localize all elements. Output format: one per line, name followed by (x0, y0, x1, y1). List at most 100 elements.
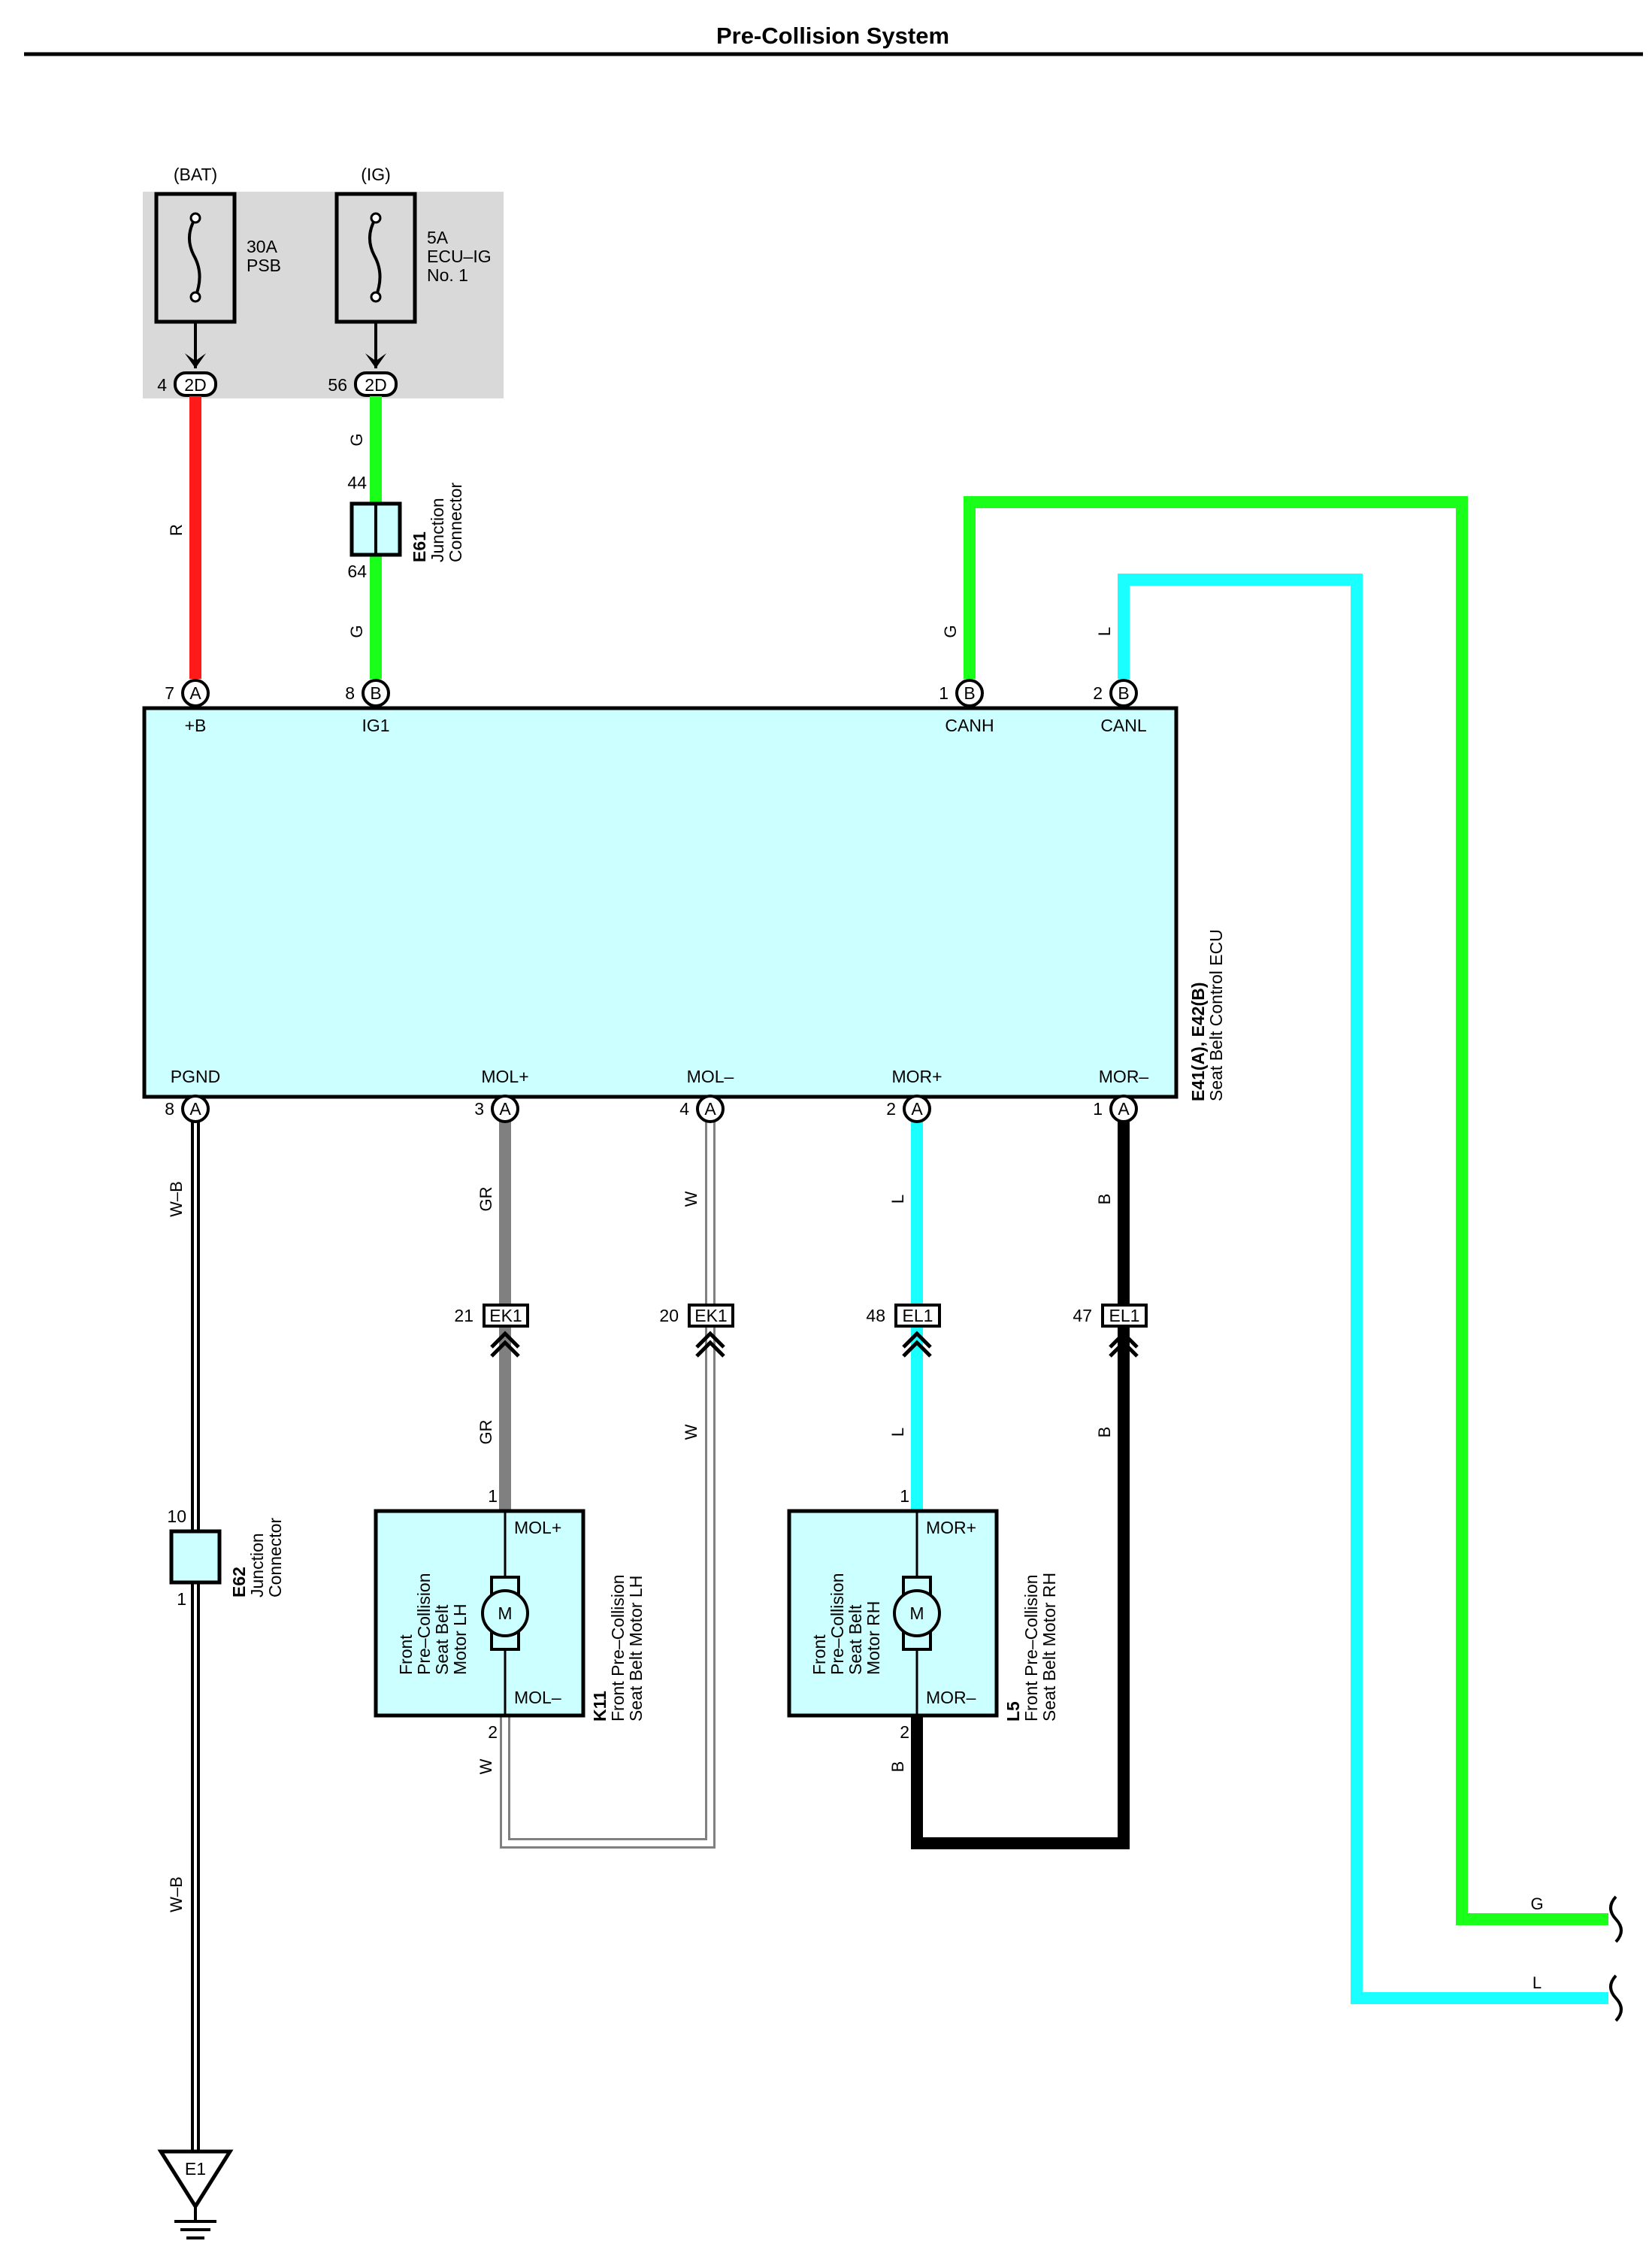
wire-mol-minus-white (500, 1122, 716, 1849)
motor-lh-symbol-icon (481, 1576, 529, 1651)
inline-connector-ek1-21 (483, 1304, 529, 1358)
fuse2-rating: 5A (427, 228, 449, 247)
ecu-top-pin-b-plus (181, 679, 210, 707)
ecu-top-pin-3-num: 2 (1093, 683, 1103, 703)
page-title: Pre-Collision System (716, 23, 949, 49)
ecu-bottom-pin-mol-minus (696, 1095, 725, 1123)
motor-rh-inner-line4: Motor RH (864, 1601, 883, 1675)
ecu-top-pin-ig1 (362, 679, 390, 707)
ecu-bottom-pin-4-name: MOR– (1099, 1067, 1149, 1086)
connector-2d-pin-num-1: 4 (157, 375, 167, 395)
wire-canh-green (964, 496, 1608, 1925)
inline-connector-1-pin: 20 (659, 1306, 679, 1325)
ecu-bottom-pin-3-name: MOR+ (891, 1067, 942, 1086)
ecu-top-pin-0-name: +B (185, 716, 207, 735)
ecu-bottom-pin-2-num: 4 (679, 1099, 689, 1119)
motor-rh-id: L5 (1003, 1701, 1023, 1722)
wire-label-mor-plus-upper: L (888, 1195, 907, 1204)
ecu-name: Seat Belt Control ECU (1206, 929, 1226, 1101)
wire-break-l-icon (1609, 1974, 1623, 2022)
motor-lh-inner-line4: Motor LH (450, 1603, 470, 1675)
wire-mor-minus-black (911, 1122, 1130, 1849)
inline-connector-el1-48 (894, 1304, 941, 1358)
ecu-top-pin-canl (1109, 679, 1138, 707)
motor-rh-inner-line3: Seat Belt (846, 1604, 865, 1675)
inline-connector-ek1-20 (688, 1304, 734, 1358)
motor-rh-pin-plus-num: 1 (900, 1486, 909, 1506)
ecu-bottom-pin-mor-plus (903, 1095, 931, 1123)
motor-lh-pin-plus-num: 1 (488, 1486, 498, 1506)
motor-rh-pin-minus-label: MOR– (926, 1688, 976, 1707)
ground-e1-icon (157, 2149, 234, 2239)
motor-rh-name-line2: Seat Belt Motor RH (1039, 1573, 1059, 1722)
ecu-top-pin-0-conn: A (189, 683, 201, 703)
wire-label-pgnd-upper: W–B (167, 1181, 186, 1217)
motor-lh-id: K11 (590, 1691, 610, 1722)
can-l-end-label: L (1532, 1973, 1542, 1992)
motor-lh-symbol: M (498, 1603, 512, 1623)
motor-lh-inner-line1: Front (396, 1634, 416, 1675)
connector-2d-pin4 (174, 371, 217, 397)
inline-connector-3-id: EL1 (1109, 1306, 1140, 1325)
ecu-bottom-pin-3-conn: A (911, 1099, 923, 1119)
ecu-bottom-pin-mor-minus (1109, 1095, 1138, 1123)
can-g-end-label: G (1530, 1894, 1543, 1913)
bat-label: (BAT) (174, 165, 217, 184)
ecu-bottom-pin-2-conn: A (704, 1099, 716, 1119)
wire-label-pgnd-lower: W–B (167, 1876, 186, 1912)
wire-canl-cyan (1118, 574, 1608, 2004)
ecu-top-pin-1-name: IG1 (362, 716, 389, 735)
motor-rh-pin-plus-label: MOR+ (926, 1518, 976, 1537)
inline-connector-2-pin: 48 (866, 1306, 885, 1325)
motor-lh-pin-minus-num: 2 (488, 1722, 498, 1742)
wire-label-mor-minus-upper: B (1095, 1194, 1114, 1205)
e62-id: E62 (229, 1567, 249, 1597)
motor-lh-pin-plus-label: MOL+ (514, 1518, 561, 1537)
motor-lh-inner-line3: Seat Belt (432, 1604, 452, 1675)
wire-label-canh: G (941, 625, 960, 637)
wire-label-mol-plus-upper: GR (477, 1187, 495, 1212)
wire-label-canl: L (1095, 627, 1114, 636)
ecu-bottom-pin-4-num: 1 (1093, 1099, 1103, 1119)
e62-pin-bottom: 1 (177, 1589, 186, 1609)
ecu-bottom-pin-pgnd (181, 1095, 210, 1123)
wire-break-g-icon (1609, 1895, 1623, 1943)
ecu-bottom-pin-1-num: 3 (474, 1099, 484, 1119)
connector-2d-pin-num-2: 56 (328, 375, 347, 395)
wire-label-mor-minus-motor: B (888, 1761, 907, 1773)
motor-rh-symbol-icon (893, 1576, 941, 1651)
inline-connector-el1-47 (1101, 1304, 1148, 1358)
inline-connector-0-pin: 21 (454, 1306, 474, 1325)
wire-label-mor-minus-lower: B (1095, 1427, 1114, 1438)
fuse-ecu-ig (334, 192, 417, 368)
motor-rh-name-line1: Front Pre–Collision (1021, 1574, 1041, 1722)
ground-e1-label: E1 (185, 2159, 206, 2179)
wire-label-mor-plus-lower: L (888, 1428, 907, 1437)
fuse-block (143, 192, 504, 398)
motor-lh-inner-line2: Pre–Collision (414, 1573, 434, 1675)
ecu-top-pin-2-name: CANH (945, 716, 994, 735)
connector-2d-id-1: 2D (184, 375, 206, 395)
motor-rh-symbol: M (909, 1603, 924, 1623)
ecu-top-pin-2-conn: B (964, 683, 975, 703)
e62-junction-connector (169, 1529, 222, 1585)
connector-2d-id-2: 2D (365, 375, 386, 395)
wire-label-bat: R (167, 524, 186, 536)
ecu-bottom-pin-mol-plus (491, 1095, 519, 1123)
ecu-top-pin-0-num: 7 (165, 683, 174, 703)
wire-label-mol-plus-lower: GR (477, 1420, 495, 1445)
ig-label: (IG) (361, 165, 391, 184)
ecu-bottom-pin-4-conn: A (1118, 1099, 1130, 1119)
inline-connector-0-id: EK1 (489, 1306, 522, 1325)
wire-label-mol-minus-lower: W (682, 1424, 700, 1440)
ecu-top-pin-1-num: 8 (345, 683, 355, 703)
ecu-bottom-pin-2-name: MOL– (687, 1067, 734, 1086)
motor-rh-pin-minus-num: 2 (900, 1722, 909, 1742)
fuse2-name-line1: ECU–IG (427, 247, 492, 266)
e62-pin-top: 10 (167, 1507, 186, 1526)
ecu-bottom-pin-0-name: PGND (171, 1067, 220, 1086)
seat-belt-control-ecu (142, 706, 1178, 1099)
ecu-top-pin-3-name: CANL (1100, 716, 1147, 735)
fuse1-name: PSB (247, 256, 281, 275)
